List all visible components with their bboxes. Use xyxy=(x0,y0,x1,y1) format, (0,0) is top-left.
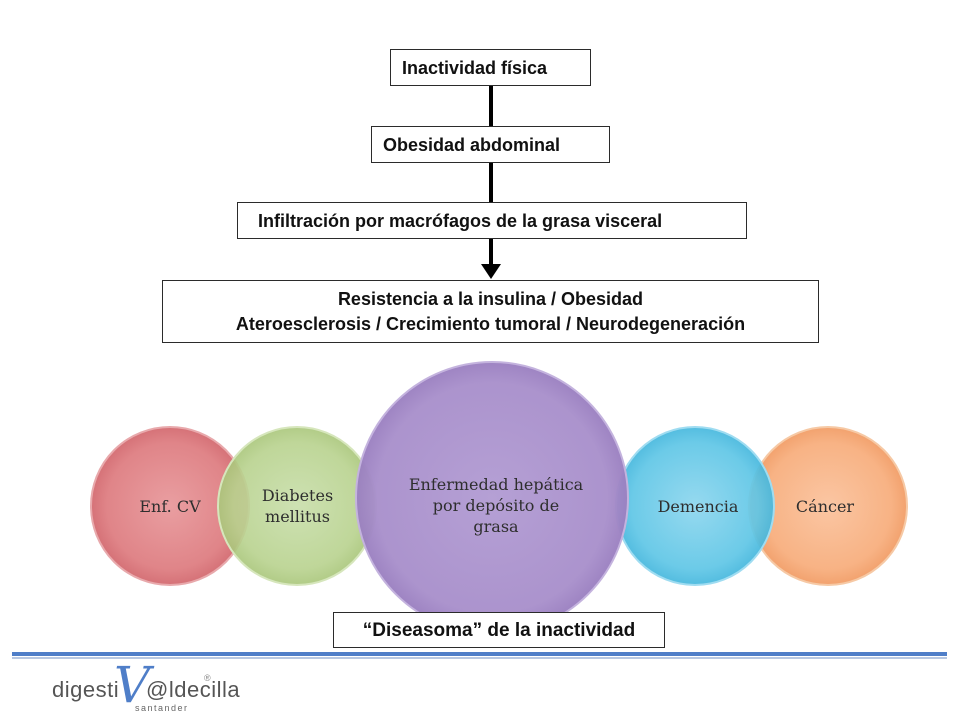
result-line-2: Ateroesclerosis / Crecimiento tumoral / … xyxy=(235,314,746,334)
circle-label-enf-cv-text: Enf. CV xyxy=(139,497,201,516)
step-inactividad-label: Inactividad física xyxy=(402,58,548,78)
circle-label-demencia: Demencia xyxy=(643,496,753,517)
logo-word-right: @ldecilla xyxy=(146,677,241,702)
footer-rule-shadow xyxy=(12,657,947,659)
connector-line-2 xyxy=(489,163,493,202)
connector-line-1 xyxy=(489,86,493,126)
result-line-1: Resistencia a la insulina / Obesidad xyxy=(337,289,644,309)
step-obesidad-label: Obesidad abdominal xyxy=(383,135,561,155)
step-obesidad-box: Obesidad abdominal xyxy=(371,126,610,163)
logo-word-left: digesti xyxy=(52,677,120,702)
logo-letter-v: V xyxy=(114,656,151,714)
circle-label-hepatica-line2: por depósito de xyxy=(432,496,560,515)
circle-label-hepatica-line1: Enfermedad hepática xyxy=(408,475,584,494)
caption-box: “Diseasoma” de la inactividad xyxy=(333,612,665,648)
circle-label-demencia-text: Demencia xyxy=(657,497,739,516)
logo-subtitle: santander xyxy=(135,703,189,713)
footer-rule xyxy=(12,652,947,656)
step-infiltracion-label: Infiltración por macrófagos de la grasa … xyxy=(258,211,663,231)
circle-label-enf-cv: Enf. CV xyxy=(110,496,230,517)
arrow-head xyxy=(481,264,501,279)
circle-label-diabetes: Diabetes mellitus xyxy=(240,485,355,527)
circle-label-hepatica: Enfermedad hepática por depósito de gras… xyxy=(390,474,602,537)
step-inactividad-box: Inactividad física xyxy=(390,49,591,86)
caption-text: “Diseasoma” de la inactividad xyxy=(362,620,636,641)
circle-label-cancer-text: Cáncer xyxy=(795,497,855,516)
circle-label-diabetes-line2: mellitus xyxy=(265,507,330,526)
result-box: Resistencia a la insulina / Obesidad Ate… xyxy=(162,280,819,343)
step-infiltracion-box: Infiltración por macrófagos de la grasa … xyxy=(237,202,747,239)
circle-label-cancer: Cáncer xyxy=(770,496,880,517)
circle-label-diabetes-line1: Diabetes xyxy=(261,486,334,505)
digestivaldecilla-logo: digesti V @ldecilla ® santander xyxy=(52,657,252,718)
logo-registered-mark: ® xyxy=(204,673,211,683)
circle-label-hepatica-line3: grasa xyxy=(473,517,519,536)
